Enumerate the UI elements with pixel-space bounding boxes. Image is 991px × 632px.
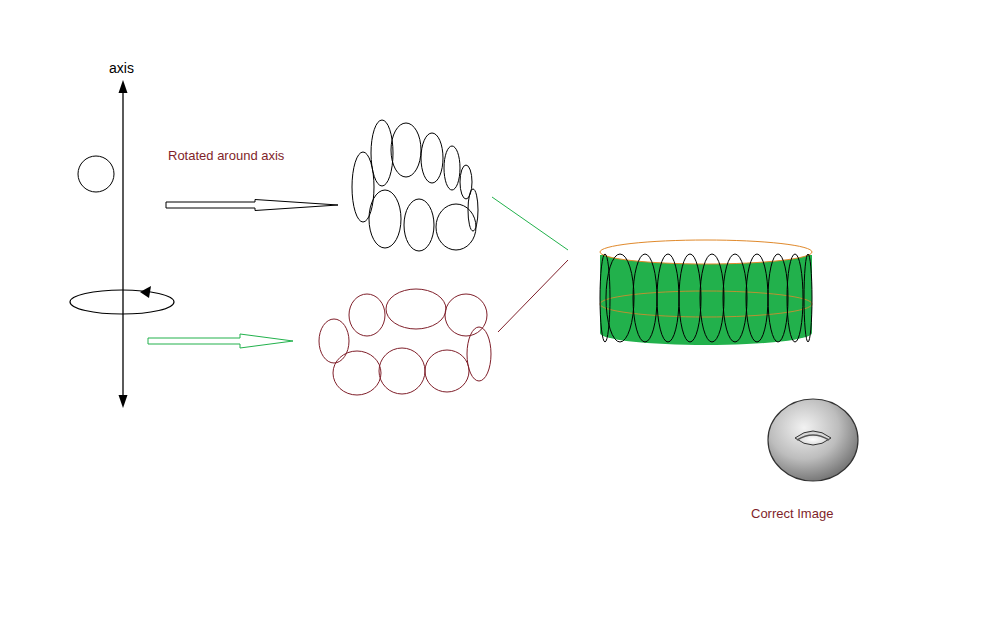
circle-ring [319, 289, 491, 395]
circle-ring [352, 120, 478, 251]
torus [768, 399, 858, 481]
axis-label: axis [109, 61, 134, 76]
hollow-arrow [166, 200, 338, 211]
leader-line [492, 197, 568, 250]
swept-band [600, 240, 812, 345]
caption-label: Correct Image [751, 507, 833, 521]
rotation-arrow [70, 286, 174, 314]
hollow-arrow [148, 334, 293, 348]
rotation-axis [119, 80, 128, 408]
leader-line [498, 260, 568, 332]
note-label: Rotated around axis [168, 149, 284, 163]
profile-circle [78, 156, 114, 192]
